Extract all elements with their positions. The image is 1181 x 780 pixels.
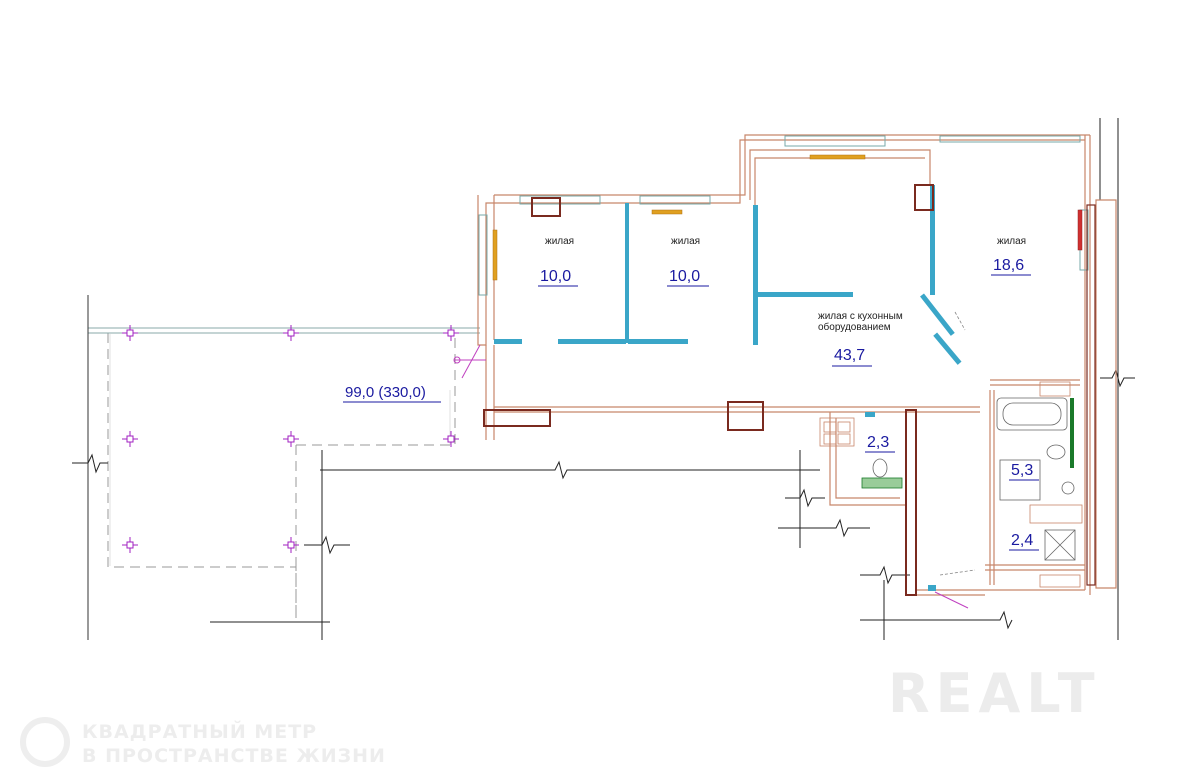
windows [478, 135, 1089, 296]
stove-icon [1044, 529, 1076, 561]
room-1-name: жилая [545, 236, 574, 247]
room-4-area: 43,7 [834, 347, 865, 364]
bathtub-icon [996, 397, 1068, 431]
radiators [492, 154, 1083, 281]
room-5-area: 2,3 [867, 434, 889, 451]
partitions [494, 185, 962, 591]
room-labels: жилая 10,0 жилая 10,0 жилая 18,6 жилая с… [343, 236, 1039, 551]
sink-icon [1046, 444, 1066, 460]
room-2-area: 10,0 [669, 268, 700, 285]
toilet-icon [872, 458, 888, 478]
exterior-walls [477, 134, 1117, 596]
room-4-name: жилая с кухонным [818, 311, 903, 322]
bathroom-fixtures [819, 381, 1083, 588]
room-3-name: жилая [997, 236, 1026, 247]
break-lines [72, 118, 1135, 640]
washing-machine-icon [999, 459, 1041, 501]
room-7-area: 2,4 [1011, 532, 1033, 549]
heated-rail [1070, 398, 1074, 468]
room-6-area: 5,3 [1011, 462, 1033, 479]
door-mark [453, 344, 969, 609]
room-2-name: жилая [671, 236, 700, 247]
grid-markers [122, 325, 459, 553]
watermark-line2: В ПРОСТРАНСТВЕ ЖИЗНИ [82, 745, 386, 767]
columns [483, 184, 1096, 596]
terrace-area: 99,0 (330,0) [345, 384, 426, 401]
watermark-logo-icon [20, 717, 70, 767]
watermark: REALT КВАДРАТНЫЙ МЕТР В ПРОСТРАНСТВЕ ЖИЗ… [20, 662, 1101, 767]
room-4-name-line2: оборудованием [818, 321, 891, 333]
watermark-line1: КВАДРАТНЫЙ МЕТР [82, 720, 317, 743]
doors [939, 311, 976, 576]
room-1-area: 10,0 [540, 268, 571, 285]
watermark-brand: REALT [888, 662, 1101, 725]
terrace [87, 295, 480, 640]
room-3-area: 18,6 [993, 257, 1024, 274]
